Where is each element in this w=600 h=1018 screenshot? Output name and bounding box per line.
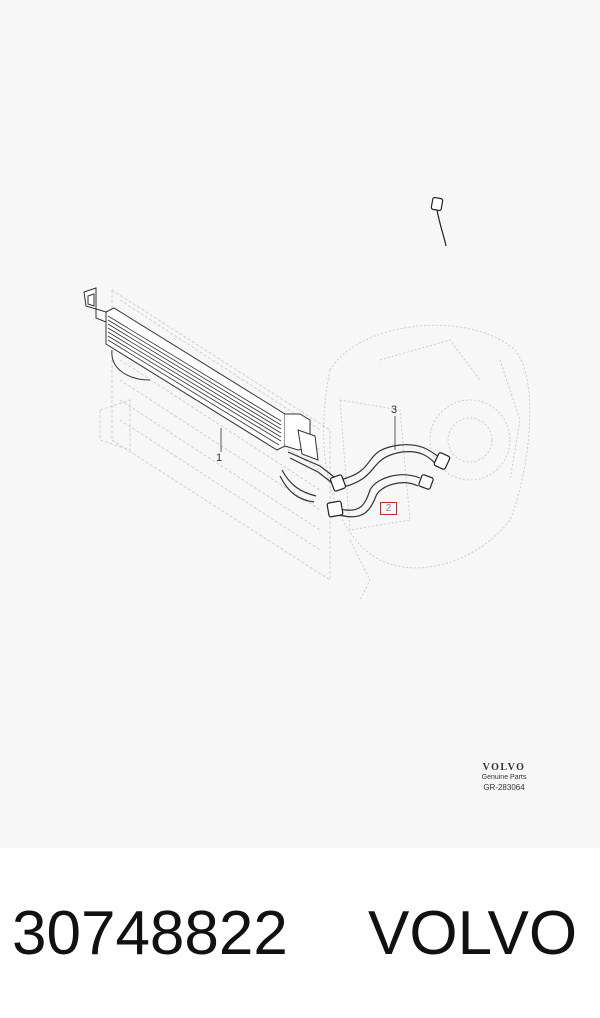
- genuine-parts-label: Genuine Parts: [481, 774, 527, 781]
- brand-name: VOLVO: [368, 899, 578, 968]
- oil-cooler-diagram: [83, 196, 531, 601]
- callout-label-1: 1: [216, 452, 223, 464]
- volvo-logo: VOLVO: [482, 762, 526, 773]
- transmission-ghost: [323, 324, 531, 601]
- diagram-code: GR-283064: [483, 783, 525, 792]
- hose-fittings: [326, 196, 451, 518]
- callout-label-2-highlighted[interactable]: 2: [380, 502, 397, 515]
- oil-cooler: [83, 287, 319, 461]
- parts-diagram-area: 1 3 2 VOLVO Genuine Parts GR-283064: [83, 196, 540, 792]
- footer-banner: [0, 848, 600, 1018]
- volvo-genuine-parts-block: VOLVO Genuine Parts GR-283064: [468, 762, 540, 792]
- callout-label-3: 3: [391, 404, 398, 416]
- radiator-ghost: [99, 289, 331, 581]
- part-number: 30748822: [12, 899, 288, 968]
- hose-assembly: [279, 444, 441, 518]
